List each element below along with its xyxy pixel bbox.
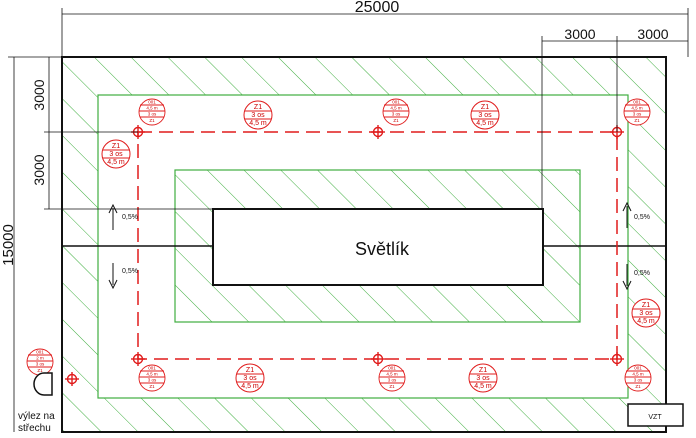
svg-text:4,5 m: 4,5 m bbox=[241, 383, 259, 390]
svg-text:Z1: Z1 bbox=[479, 367, 487, 374]
svg-text:Z1: Z1 bbox=[634, 118, 640, 123]
svg-text:3 os: 3 os bbox=[392, 112, 401, 117]
svg-text:3 os: 3 os bbox=[388, 378, 397, 383]
z1-tag: Z1 3 os 4,5 m bbox=[468, 363, 498, 393]
detail-tag: 001 4,5 m 3 os Z1 bbox=[624, 364, 652, 392]
svg-text:4,5 m: 4,5 m bbox=[249, 120, 267, 127]
slope-arrow-right-down bbox=[622, 264, 632, 291]
dimension-lines-left bbox=[8, 56, 213, 432]
dim-right-offset-2: 3000 bbox=[637, 26, 668, 42]
svg-text:3 os: 3 os bbox=[109, 151, 123, 158]
svg-text:3 os: 3 os bbox=[634, 378, 643, 383]
svg-text:001: 001 bbox=[392, 100, 400, 105]
roof-exit-label-line2: střechu bbox=[18, 423, 51, 434]
detail-tag: 001 4,5 m 3 os Z1 bbox=[382, 98, 410, 126]
svg-text:Z1: Z1 bbox=[642, 302, 650, 309]
slope-label: 0,5% bbox=[122, 268, 138, 275]
dim-top-offset-1: 3000 bbox=[31, 79, 47, 110]
svg-text:4,5 m: 4,5 m bbox=[146, 372, 158, 377]
detail-tag: 001 4,5 m 3 os Z1 bbox=[623, 98, 651, 126]
svg-text:001: 001 bbox=[148, 100, 156, 105]
svg-text:4,5 m: 4,5 m bbox=[474, 383, 492, 390]
svg-text:Z1: Z1 bbox=[635, 384, 641, 389]
dim-total-width: 25000 bbox=[355, 0, 400, 16]
roof-exit-symbol bbox=[33, 372, 53, 396]
svg-text:001: 001 bbox=[36, 350, 44, 355]
drain-point bbox=[65, 372, 79, 386]
z1-tag: Z1 3 os 4,5 m bbox=[243, 100, 273, 130]
drain-point bbox=[371, 125, 385, 139]
svg-text:2 m: 2 m bbox=[36, 356, 44, 361]
svg-text:Z1: Z1 bbox=[246, 367, 254, 374]
dim-top-offset-2: 3000 bbox=[31, 154, 47, 185]
slope-arrow-right-up bbox=[622, 201, 632, 228]
svg-text:3 os: 3 os bbox=[243, 375, 257, 382]
svg-text:3 os: 3 os bbox=[148, 378, 157, 383]
slope-label: 0,5% bbox=[634, 214, 650, 221]
svg-text:001: 001 bbox=[633, 100, 641, 105]
svg-text:4,5 m: 4,5 m bbox=[146, 106, 158, 111]
z1-tag: Z1 3 os 4,5 m bbox=[101, 139, 131, 169]
roof-exit-label-line1: výlez na bbox=[18, 411, 55, 422]
svg-text:Z1: Z1 bbox=[37, 368, 43, 373]
svg-text:4,5 m: 4,5 m bbox=[637, 318, 655, 325]
detail-tag: 001 4,5 m 3 os Z1 bbox=[138, 364, 166, 392]
svg-text:Z1: Z1 bbox=[149, 384, 155, 389]
skylight-box bbox=[212, 208, 544, 286]
svg-text:4,5 m: 4,5 m bbox=[632, 372, 644, 377]
detail-tag: 001 4,5 m 3 os Z1 bbox=[378, 364, 406, 392]
svg-text:001: 001 bbox=[388, 366, 396, 371]
svg-text:Z1: Z1 bbox=[393, 118, 399, 123]
skylight-label: Světlík bbox=[355, 239, 410, 259]
drain-point bbox=[371, 352, 385, 366]
svg-text:4,5 m: 4,5 m bbox=[107, 159, 125, 166]
vzt-box bbox=[627, 403, 684, 427]
svg-text:Z1: Z1 bbox=[254, 104, 262, 111]
z1-tag: Z1 3 os 4,5 m bbox=[470, 100, 500, 130]
svg-text:Z1: Z1 bbox=[389, 384, 395, 389]
svg-text:Z1: Z1 bbox=[112, 143, 120, 150]
slope-arrow-left-down bbox=[108, 263, 118, 290]
vzt-label: VZT bbox=[648, 414, 662, 421]
slope-arrow-left-up bbox=[108, 203, 118, 230]
svg-text:4,5 m: 4,5 m bbox=[476, 120, 494, 127]
dim-total-height: 15000 bbox=[0, 224, 17, 266]
svg-text:4,5 m: 4,5 m bbox=[386, 372, 398, 377]
svg-text:3 os: 3 os bbox=[36, 362, 45, 367]
svg-text:3 os: 3 os bbox=[478, 112, 492, 119]
z1-tag: Z1 3 os 4,5 m bbox=[235, 363, 265, 393]
svg-text:4,5 m: 4,5 m bbox=[631, 106, 643, 111]
slope-label: 0,5% bbox=[634, 270, 650, 277]
svg-text:3 os: 3 os bbox=[633, 112, 642, 117]
svg-text:3 os: 3 os bbox=[639, 310, 653, 317]
svg-text:Z1: Z1 bbox=[481, 104, 489, 111]
dim-right-offset-1: 3000 bbox=[564, 26, 595, 42]
dimension-lines-top bbox=[61, 8, 689, 209]
roof-outline bbox=[61, 56, 667, 433]
svg-text:001: 001 bbox=[634, 366, 642, 371]
svg-text:3 os: 3 os bbox=[148, 112, 157, 117]
detail-tag: 001 4,5 m 3 os Z1 bbox=[138, 98, 166, 126]
corner-tag: 001 2 m 3 os Z1 bbox=[26, 348, 54, 376]
svg-text:3 os: 3 os bbox=[476, 375, 490, 382]
svg-text:Z1: Z1 bbox=[149, 118, 155, 123]
svg-text:3 os: 3 os bbox=[251, 112, 265, 119]
drain-point bbox=[610, 352, 624, 366]
slope-label: 0,5% bbox=[122, 214, 138, 221]
svg-text:4,5 m: 4,5 m bbox=[390, 106, 402, 111]
z1-tag: Z1 3 os 4,5 m bbox=[631, 298, 661, 328]
drain-point bbox=[131, 352, 145, 366]
svg-text:001: 001 bbox=[148, 366, 156, 371]
